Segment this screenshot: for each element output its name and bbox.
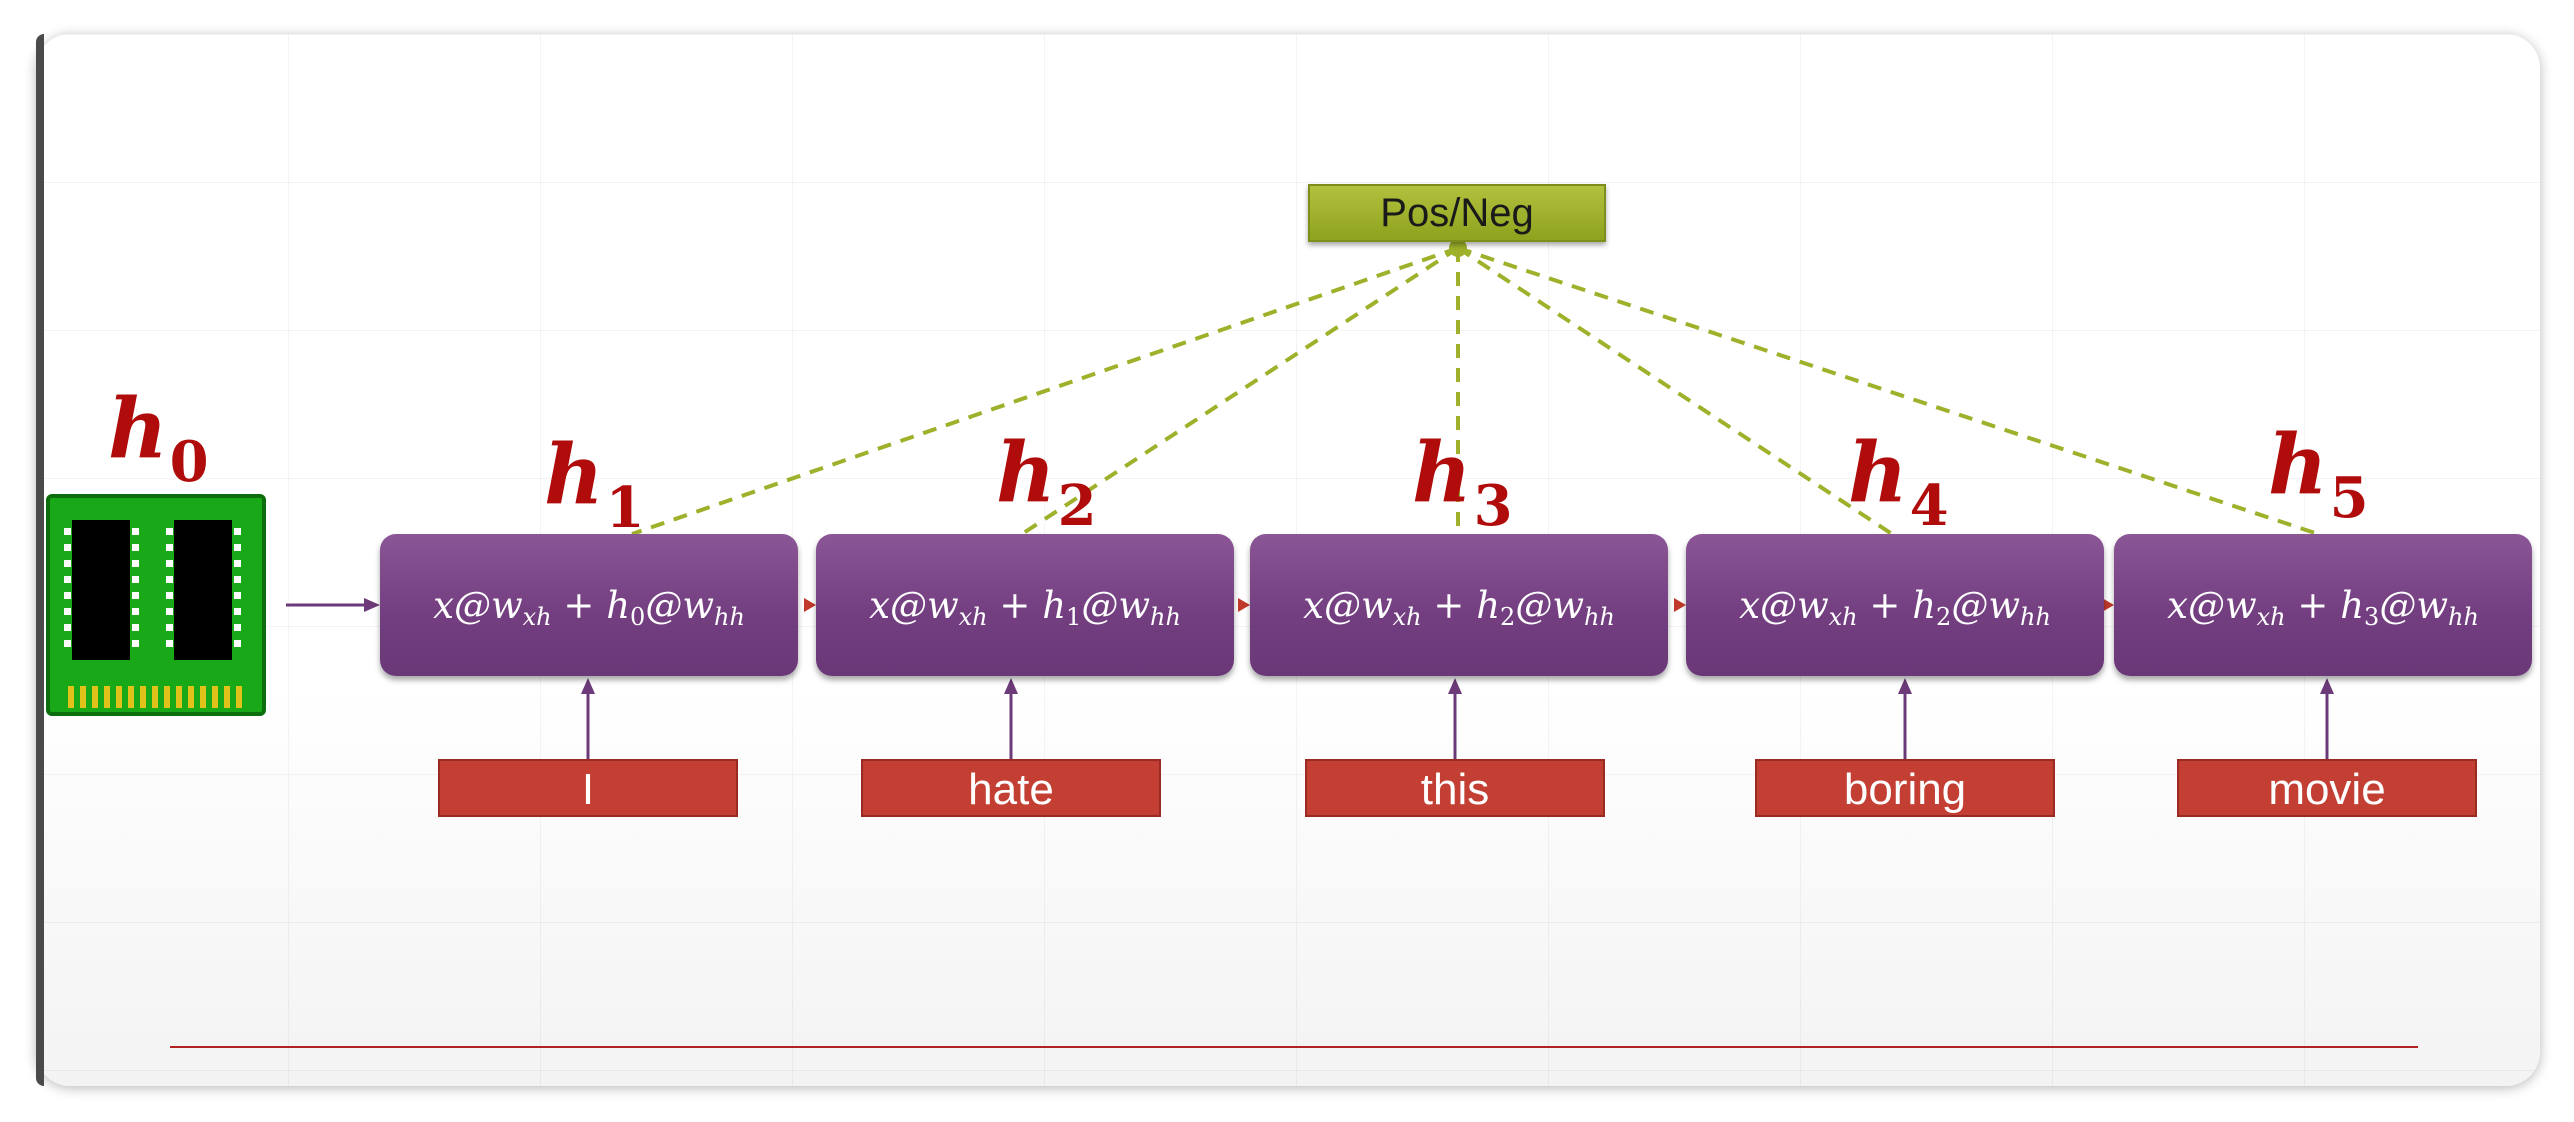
formula-term: x@w: [433, 583, 523, 627]
h0-subscript: 0: [169, 429, 209, 495]
formula-term: x@w: [869, 583, 959, 627]
formula-term: x@w: [2167, 583, 2257, 627]
chain-arrows: [804, 598, 2114, 612]
formula-subscript: xh: [958, 603, 988, 631]
formula-plus: +: [1433, 583, 1465, 627]
formula-term: h: [1912, 583, 1937, 627]
formula-subscript: hh: [2447, 603, 2479, 631]
formula-subscript: hh: [2019, 603, 2051, 631]
formula-plus: +: [999, 583, 1031, 627]
formula-plus: +: [1869, 583, 1901, 627]
formula-subscript: xh: [1392, 603, 1422, 631]
formula-term: h: [1476, 583, 1501, 627]
output-junction: [1449, 239, 1467, 257]
input-word-2: hate: [861, 759, 1161, 817]
formula-subscript: xh: [522, 603, 552, 631]
h4-subscript: 4: [1909, 473, 1949, 539]
input-arrows: [581, 678, 2334, 759]
formula-subscript: 0: [630, 603, 646, 631]
dashed-line-h4: [1456, 246, 1894, 536]
formula-plus: +: [563, 583, 595, 627]
dashed-lines: [631, 246, 2319, 536]
h4-base: h: [1848, 425, 1908, 521]
formula-term: @w: [645, 583, 714, 627]
h3-subscript: 3: [1473, 473, 1513, 539]
formula-subscript: xh: [1828, 603, 1858, 631]
formula-term: @w: [1515, 583, 1584, 627]
formula-subscript: hh: [713, 603, 745, 631]
dashed-line-h2: [1020, 246, 1460, 536]
formula-subscript: 1: [1066, 603, 1082, 631]
input-word-1: I: [438, 759, 738, 817]
formula-term: h: [606, 583, 631, 627]
dashed-line-h1: [631, 246, 1459, 536]
memory-chip-icon: [46, 494, 266, 716]
formula-subscript: 2: [1500, 603, 1516, 631]
h5-subscript: 5: [2329, 465, 2369, 531]
h0-base: h: [108, 381, 168, 477]
initial-arrow: [286, 598, 380, 612]
input-word-5: movie: [2177, 759, 2477, 817]
formula-term: @w: [1951, 583, 2020, 627]
dashed-line-h5: [1457, 246, 2319, 536]
formula-term: @w: [2379, 583, 2448, 627]
formula-subscript: xh: [2256, 603, 2286, 631]
slide-left-edge: [36, 34, 44, 1086]
output-box-pos-neg: Pos/Neg: [1308, 184, 1606, 242]
formula-term: x@w: [1303, 583, 1393, 627]
formula-term: @w: [1081, 583, 1150, 627]
formula-term: h: [2340, 583, 2365, 627]
h2-subscript: 2: [1057, 473, 1097, 539]
input-word-4: boring: [1755, 759, 2055, 817]
formula-subscript: 3: [2364, 603, 2380, 631]
h1-base: h: [544, 427, 604, 523]
h5-base: h: [2268, 417, 2328, 513]
input-word-3: this: [1305, 759, 1605, 817]
h3-base: h: [1412, 425, 1472, 521]
h2-base: h: [996, 425, 1056, 521]
formula-subscript: 2: [1936, 603, 1952, 631]
formula-term: h: [1042, 583, 1067, 627]
formula-plus: +: [2297, 583, 2329, 627]
formula-subscript: hh: [1149, 603, 1181, 631]
formula-term: x@w: [1739, 583, 1829, 627]
h1-subscript: 1: [605, 475, 645, 541]
formula-subscript: hh: [1583, 603, 1615, 631]
